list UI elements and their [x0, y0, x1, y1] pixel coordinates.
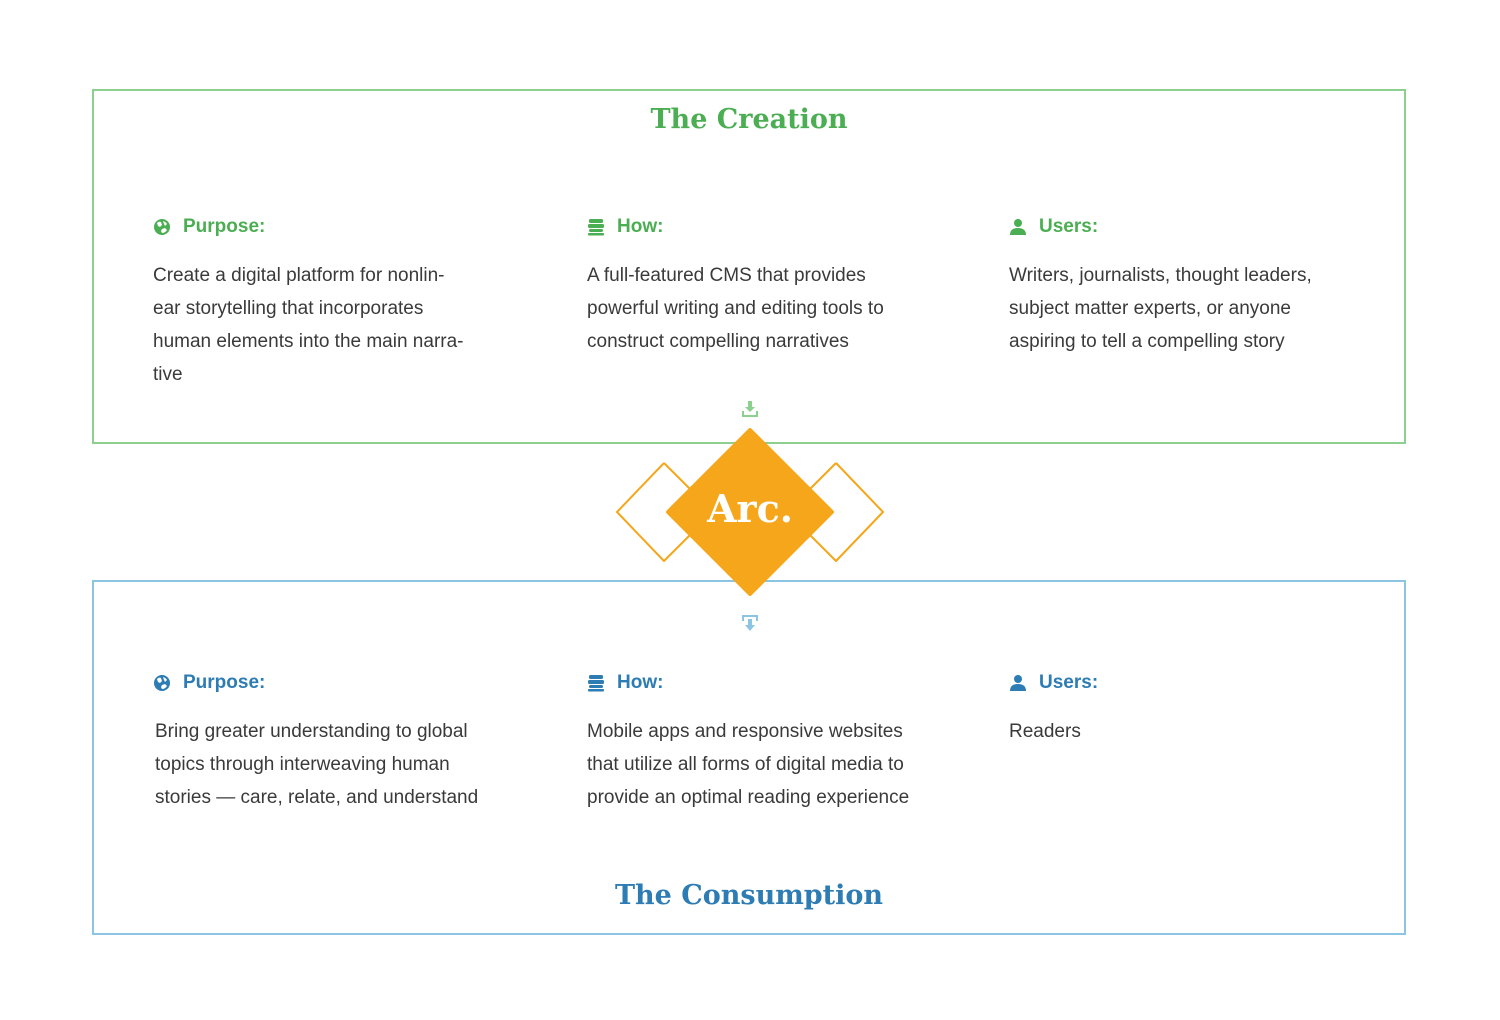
download-tray-icon	[741, 400, 759, 418]
consumption-how-label: How:	[617, 672, 664, 693]
creation-purpose-column: Purpose: Create a digital platform for n…	[153, 215, 503, 391]
creation-purpose-label: Purpose:	[183, 216, 266, 237]
creation-users-column: Users: Writers, journalists, thought lea…	[1009, 215, 1359, 358]
consumption-users-column: Users: Readers	[1009, 671, 1359, 748]
globe-icon	[153, 674, 171, 692]
export-down-icon	[741, 614, 759, 632]
stack-icon	[587, 218, 605, 236]
creation-users-text: Writers, journalists, thought leaders, s…	[1009, 265, 1312, 352]
creation-purpose-text: Create a digital platform for nonlin- ea…	[153, 265, 464, 385]
arc-logo: Arc.	[612, 428, 888, 596]
consumption-purpose-header: Purpose:	[153, 671, 503, 695]
creation-users-header: Users:	[1009, 215, 1359, 239]
creation-title: The Creation	[650, 104, 848, 135]
creation-users-label: Users:	[1039, 216, 1099, 237]
arc-logo-text: Arc.	[707, 486, 793, 531]
consumption-purpose-column: Purpose: Bring greater understanding to …	[153, 671, 503, 814]
stack-icon	[587, 674, 605, 692]
creation-how-label: How:	[617, 216, 664, 237]
consumption-title: The Consumption	[614, 880, 884, 911]
consumption-users-label: Users:	[1039, 672, 1099, 693]
creation-purpose-header: Purpose:	[153, 215, 503, 239]
consumption-panel: Purpose: Bring greater understanding to …	[92, 580, 1406, 935]
globe-icon	[153, 218, 171, 236]
consumption-purpose-label: Purpose:	[183, 672, 266, 693]
consumption-users-text: Readers	[1009, 721, 1081, 742]
consumption-how-column: How: Mobile apps and responsive websites…	[587, 671, 937, 814]
user-icon	[1009, 674, 1027, 692]
consumption-users-header: Users:	[1009, 671, 1359, 695]
creation-how-column: How: A full-featured CMS that provides p…	[587, 215, 937, 358]
consumption-how-text: Mobile apps and responsive websites that…	[587, 721, 910, 808]
creation-panel: The Creation Purpose: Create a digital p…	[92, 89, 1406, 444]
creation-how-header: How:	[587, 215, 937, 239]
creation-how-text: A full-featured CMS that provides powerf…	[587, 265, 884, 352]
user-icon	[1009, 218, 1027, 236]
consumption-how-header: How:	[587, 671, 937, 695]
consumption-purpose-text: Bring greater understanding to global to…	[155, 721, 479, 808]
